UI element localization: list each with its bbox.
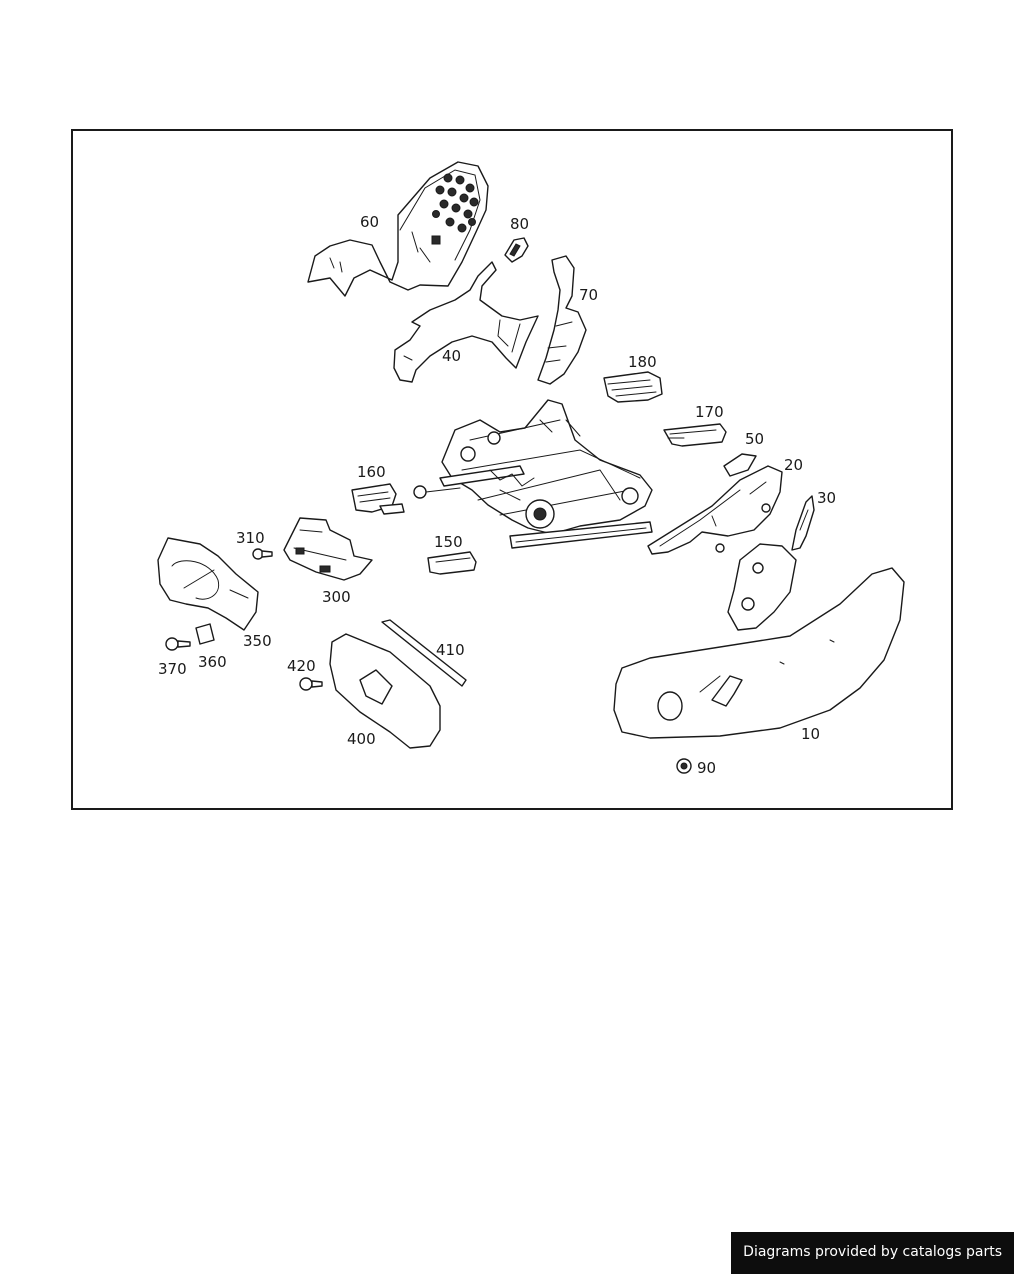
part-label-90: 90 [697,759,716,777]
part-50-drawing [723,453,757,477]
part-160-drawing [351,483,405,515]
part-label-170: 170 [695,403,724,421]
part-label-20: 20 [784,456,803,474]
part-label-180: 180 [628,353,657,371]
part-80-drawing [504,237,529,263]
side-cover-drawing [727,543,797,631]
part-10-drawing [613,567,905,739]
part-label-420: 420 [287,657,316,675]
part-420-drawing [299,677,323,691]
part-40-drawing [393,261,539,383]
seat-frame-drawing [413,399,653,549]
part-350-drawing [157,537,259,631]
part-180-drawing [603,371,663,403]
part-410-drawing [381,619,467,687]
part-label-400: 400 [347,730,376,748]
part-150-drawing [427,551,477,575]
part-20-drawing [647,465,783,555]
part-label-360: 360 [198,653,227,671]
part-label-30: 30 [817,489,836,507]
part-label-10: 10 [801,725,820,743]
part-label-150: 150 [434,533,463,551]
part-300-drawing [283,517,373,581]
part-label-310: 310 [236,529,265,547]
part-label-40: 40 [442,347,461,365]
part-label-300: 300 [322,588,351,606]
part-170-drawing [663,423,727,447]
part-label-370: 370 [158,660,187,678]
part-70-drawing [537,255,587,385]
part-label-80: 80 [510,215,529,233]
part-310-drawing [252,548,273,560]
part-label-410: 410 [436,641,465,659]
credit-banner: Diagrams provided by catalogs parts [731,1232,1014,1274]
part-label-50: 50 [745,430,764,448]
part-label-350: 350 [243,632,272,650]
part-30-drawing [791,495,815,551]
part-60-drawing [307,161,489,297]
part-label-70: 70 [579,286,598,304]
part-label-160: 160 [357,463,386,481]
part-400-drawing [329,633,441,749]
part-360-drawing [195,623,215,645]
part-label-60: 60 [360,213,379,231]
part-90-drawing [676,758,692,774]
part-370-drawing [165,637,191,651]
